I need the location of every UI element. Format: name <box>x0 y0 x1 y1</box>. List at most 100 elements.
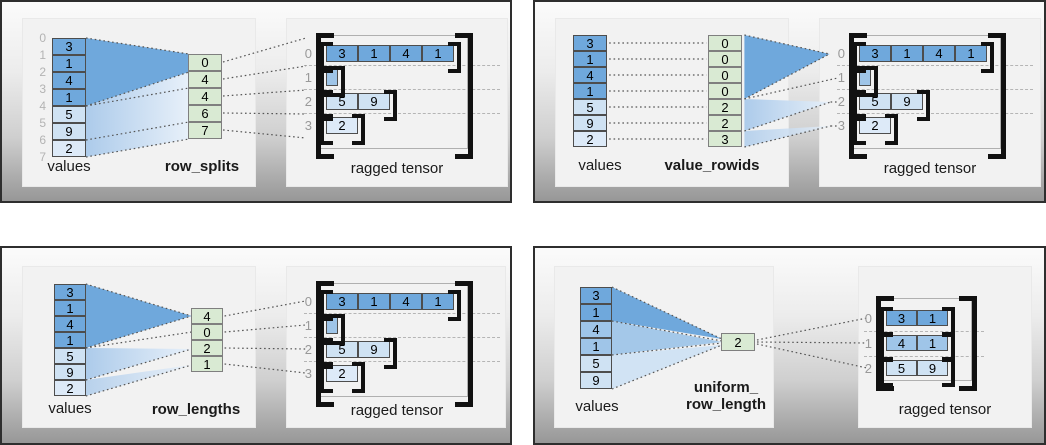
row-splits-cell: 0 <box>188 54 222 71</box>
row-bracket-icon <box>320 290 333 321</box>
tensor-cell: 3 <box>326 45 358 62</box>
row-separator <box>837 89 1033 90</box>
value-cell: 1 <box>54 332 86 348</box>
row-bracket-icon <box>853 90 866 121</box>
tensor-cell: 3 <box>859 45 891 62</box>
tensor-row-label: 3 <box>304 366 312 381</box>
value-index: 3 <box>39 82 46 96</box>
tensor-cell: 9 <box>891 93 923 110</box>
right-bracket-icon <box>455 281 473 407</box>
tensor-cell: 1 <box>955 45 987 62</box>
row-bracket-icon <box>320 66 333 97</box>
tensor-row-label: 3 <box>304 118 312 133</box>
value-cell: 4 <box>580 321 612 338</box>
row-bracket-icon <box>320 90 333 121</box>
row-bracket-icon <box>384 90 397 121</box>
tensor-row-label: 1 <box>837 70 845 85</box>
tensor-cell: 2 <box>859 117 891 134</box>
tensor-cell: 2 <box>326 365 358 382</box>
tensor-cell: 4 <box>390 45 422 62</box>
values-label: values <box>48 400 92 417</box>
value-rowids-cell: 0 <box>708 51 742 67</box>
value-index: 2 <box>39 65 46 79</box>
value-cell: 1 <box>52 55 86 72</box>
values-label: values <box>47 158 91 175</box>
value-rowids-cell: 0 <box>708 83 742 99</box>
row-lengths-cell: 0 <box>191 324 223 340</box>
row-bracket-icon <box>332 314 345 345</box>
row-bracket-icon <box>853 114 866 145</box>
value-rowids-cell: 2 <box>708 99 742 115</box>
param-label: row_lengths <box>151 401 241 418</box>
tensor-label: ragged tensor <box>883 160 977 177</box>
tensor-cell: 2 <box>326 117 358 134</box>
tensor-cell: 3 <box>326 293 358 310</box>
left-bracket-icon <box>876 296 894 391</box>
row-splits-cell: 4 <box>188 71 222 88</box>
value-cell: 4 <box>52 72 86 89</box>
value-index: 6 <box>39 133 46 147</box>
value-index: 1 <box>39 48 46 62</box>
panel-value-rowids: 3 1 4 1 5 9 2 values 0 0 0 0 2 2 3 value… <box>533 0 1046 203</box>
value-cell: 2 <box>52 140 86 157</box>
value-cell: 2 <box>54 380 86 396</box>
value-cell: 9 <box>52 123 86 140</box>
value-cell: 4 <box>54 316 86 332</box>
row-separator <box>304 113 500 114</box>
row-bracket-icon <box>384 338 397 369</box>
row-separator <box>864 331 984 332</box>
row-separator <box>864 356 984 357</box>
row-bracket-icon <box>332 66 345 97</box>
tensor-cell: 4 <box>886 335 917 351</box>
value-cell: 9 <box>573 115 607 131</box>
row-bracket-icon <box>320 362 333 393</box>
uniform-row-length-cell: 2 <box>721 333 755 351</box>
tensor-cell: 1 <box>422 293 454 310</box>
value-rowids-cell: 0 <box>708 35 742 51</box>
value-index: 5 <box>39 116 46 130</box>
tensor-row-label: 1 <box>304 318 312 333</box>
tensor-cell: 9 <box>358 93 390 110</box>
tensor-cell: 1 <box>358 45 390 62</box>
row-bracket-icon <box>448 42 461 73</box>
right-bracket-icon <box>959 296 977 391</box>
row-bracket-icon <box>853 42 866 73</box>
row-lengths-cell: 2 <box>191 340 223 356</box>
tensor-cell: 1 <box>917 335 948 351</box>
value-index: 0 <box>39 31 46 45</box>
value-cell: 3 <box>54 284 86 300</box>
value-index: 4 <box>39 99 46 113</box>
tensor-label: ragged tensor <box>350 402 444 419</box>
value-cell: 2 <box>573 131 607 147</box>
tensor-cell: 1 <box>891 45 923 62</box>
tensor-cell: 1 <box>422 45 454 62</box>
row-splits-cell: 7 <box>188 122 222 139</box>
value-cell: 1 <box>54 300 86 316</box>
tensor-row-label: 3 <box>837 118 845 133</box>
row-splits-cell: 6 <box>188 105 222 122</box>
tensor-row-label: 2 <box>837 94 845 109</box>
row-separator <box>837 65 1033 66</box>
right-bracket-icon <box>988 33 1006 159</box>
tensor-cell: 9 <box>917 360 948 376</box>
param-label-line2: row_length <box>685 396 766 413</box>
row-bracket-icon <box>320 338 333 369</box>
row-bracket-icon <box>448 290 461 321</box>
row-separator <box>837 113 1033 114</box>
tensor-row-label: 0 <box>864 311 872 326</box>
row-bracket-icon <box>853 66 866 97</box>
tensor-cell: 5 <box>859 93 891 110</box>
row-separator <box>304 337 500 338</box>
value-cell: 1 <box>580 338 612 355</box>
param-label: value_rowids <box>664 157 760 174</box>
row-lengths-cell: 1 <box>191 356 223 372</box>
tensor-label: ragged tensor <box>898 401 992 418</box>
value-cell: 3 <box>580 287 612 304</box>
left-bracket-icon <box>316 281 334 407</box>
tensor-row-label: 1 <box>304 70 312 85</box>
value-cell: 5 <box>573 99 607 115</box>
tensor-row-label: 2 <box>304 94 312 109</box>
row-bracket-icon <box>352 362 365 393</box>
tensor-cell: 1 <box>358 293 390 310</box>
